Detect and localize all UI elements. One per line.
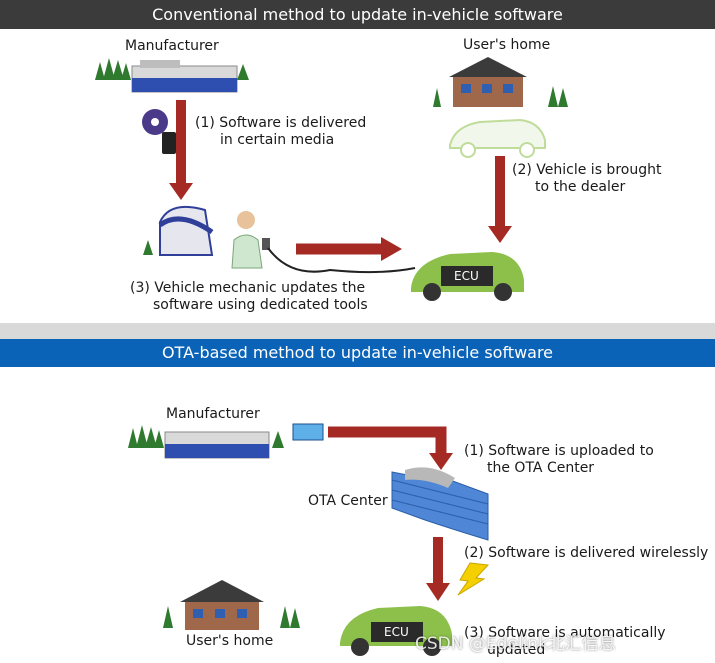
conv-step1-line2: in certain media (220, 132, 335, 148)
ota-ecu-label: ECU (384, 625, 409, 639)
media-disc-icon (142, 109, 176, 154)
conv-step2-line2: to the dealer (535, 179, 626, 195)
watermark: CSDN @Edelink北汇信息 (415, 634, 616, 654)
mechanic-icon (231, 211, 270, 269)
ota-factory-icon (128, 425, 284, 459)
conventional-title-banner: Conventional method to update in-vehicle… (0, 0, 715, 29)
ota-server-icon (391, 467, 489, 541)
ota-car-ecu-icon (340, 606, 452, 656)
ota-title-banner: OTA-based method to update in-vehicle so… (0, 339, 715, 367)
conv-step2-line1: (2) Vehicle is brought (512, 162, 662, 178)
conv-step1-line1: (1) Software is delivered (195, 115, 367, 131)
conv-ecu-label: ECU (454, 269, 479, 283)
dealer-icon (143, 206, 214, 256)
computer-monitor-icon (292, 423, 324, 441)
ota-manufacturer-label: Manufacturer (166, 406, 260, 422)
conv-manufacturer-label: Manufacturer (125, 38, 219, 54)
ota-step3-line1: (3) Software is automatically (464, 625, 666, 641)
ota-users-home-label: User's home (186, 633, 274, 649)
ota-center-label: OTA Center (308, 493, 388, 509)
diagnostic-cable (267, 247, 416, 274)
ota-step1-line2: the OTA Center (487, 460, 595, 476)
ota-step2-label: (2) Software is delivered wirelessly (464, 545, 709, 561)
car-at-home-icon (449, 118, 546, 158)
factory-icon (95, 58, 249, 93)
arrow-manufacturer-to-ota (328, 426, 447, 455)
ota-step1-line1: (1) Software is uploaded to (464, 443, 654, 459)
house-icon (433, 57, 568, 107)
conv-step3-line1: (3) Vehicle mechanic updates the (130, 280, 366, 296)
ota-step3-line2: updated (487, 642, 546, 658)
conv-step3-line2: software using dedicated tools (153, 297, 368, 313)
car-ecu-icon (411, 252, 524, 301)
wireless-lightning-icon (457, 562, 490, 596)
ota-house-icon (163, 580, 300, 630)
conv-users-home-label: User's home (463, 37, 551, 53)
section-divider (0, 323, 715, 339)
